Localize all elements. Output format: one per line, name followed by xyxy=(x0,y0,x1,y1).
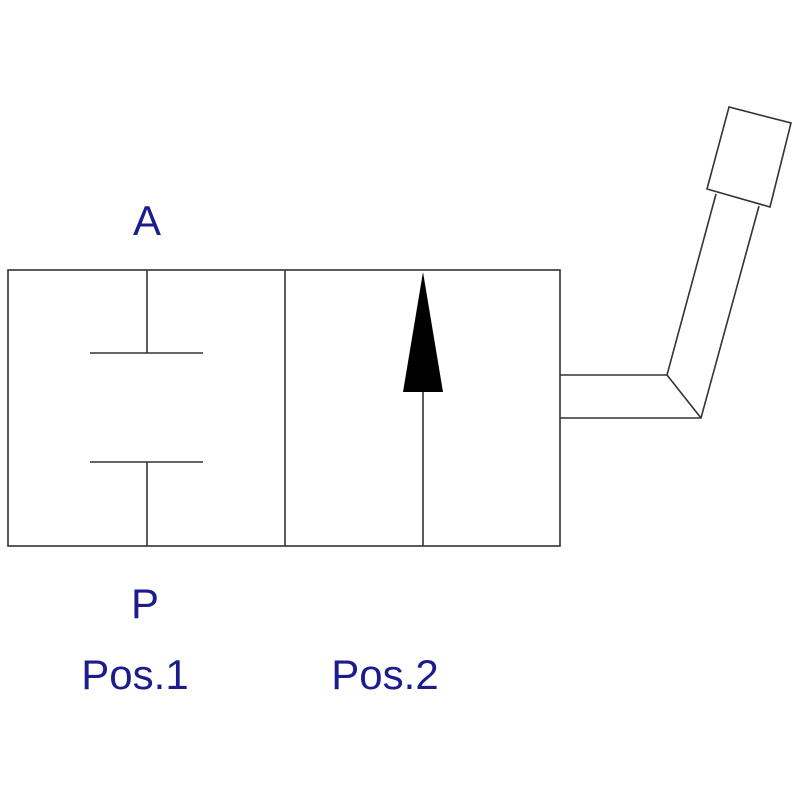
position-1-label: Pos.1 xyxy=(81,651,189,698)
flow-arrow-icon xyxy=(403,272,443,392)
valve-body xyxy=(7,269,561,547)
port-p-label: P xyxy=(130,580,160,627)
position-2-label: Pos.2 xyxy=(331,651,439,698)
port-a-label: A xyxy=(132,197,162,244)
manual-lever xyxy=(560,106,792,419)
lever-knob xyxy=(706,106,792,208)
position-1-blocked-ports xyxy=(90,270,203,546)
